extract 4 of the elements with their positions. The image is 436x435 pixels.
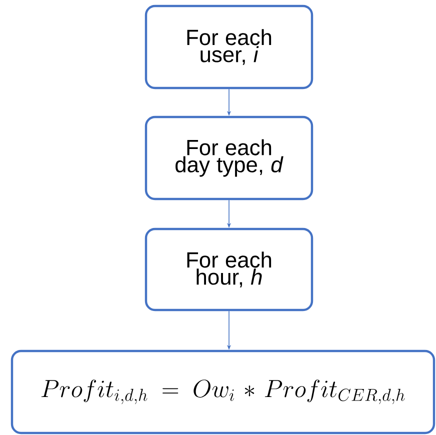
process-box: For each user, i bbox=[144, 4, 314, 90]
formula-box: $Profit_{i,d,h} = Ow_i * Profit_{CER,d,h}$ bbox=[10, 350, 436, 434]
process-box: For each hour, h bbox=[144, 228, 314, 312]
process-box: For each day type, d bbox=[144, 116, 314, 200]
